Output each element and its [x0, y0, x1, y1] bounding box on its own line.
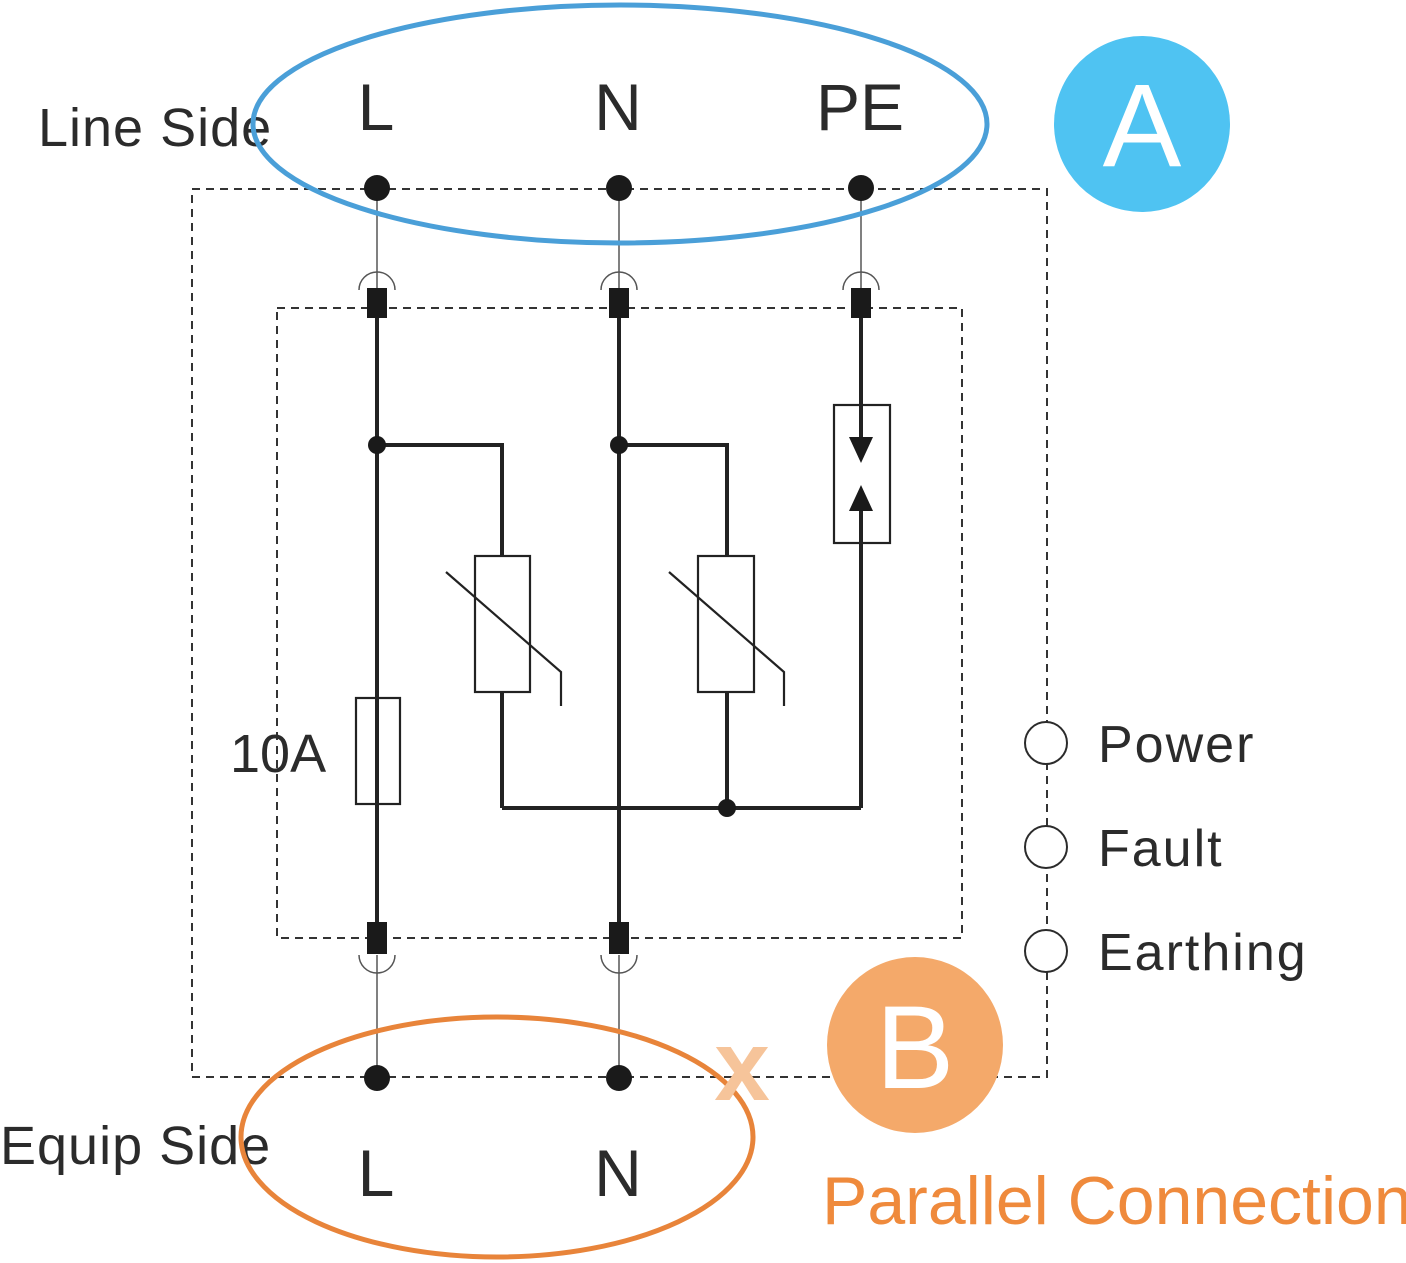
plug-pe-top	[851, 288, 871, 318]
indicator-fault-light	[1024, 825, 1068, 869]
terminal-line-l	[364, 175, 390, 201]
line-terminal-l-label: L	[358, 70, 395, 144]
line-terminal-n-label: N	[594, 70, 642, 144]
indicator-earthing-label: Earthing	[1098, 924, 1308, 982]
connector-arc-pe-top	[842, 271, 880, 291]
terminal-equip-l	[364, 1065, 390, 1091]
connector-arc-l-bottom	[358, 954, 396, 974]
varistor-2	[668, 554, 786, 706]
ellipse-a	[250, 2, 990, 246]
terminal-line-pe	[848, 175, 874, 201]
terminal-line-n	[606, 175, 632, 201]
connector-arc-n-bottom	[600, 954, 638, 974]
x-mark: x	[714, 1010, 770, 1122]
varistor-1	[445, 554, 563, 706]
equip-terminal-n-label: N	[594, 1136, 642, 1210]
line-side-label: Line Side	[38, 98, 272, 158]
branch-l-varistor	[377, 443, 504, 556]
plug-l-top	[367, 288, 387, 318]
equip-terminal-l-label: L	[358, 1136, 395, 1210]
plug-n-bottom	[609, 922, 629, 954]
fuse-rating-label: 10A	[230, 724, 326, 784]
plug-l-bottom	[367, 922, 387, 954]
badge-a	[1054, 36, 1230, 212]
badge-a-letter: A	[1103, 60, 1182, 192]
ellipse-b	[238, 1014, 756, 1260]
plug-n-top	[609, 288, 629, 318]
indicator-fault-label: Fault	[1098, 820, 1224, 878]
line-terminal-pe-label: PE	[816, 70, 904, 144]
junction-bus	[718, 799, 736, 817]
indicator-power-light	[1024, 721, 1068, 765]
indicator-earthing-light	[1024, 929, 1068, 973]
terminal-equip-n	[606, 1065, 632, 1091]
badge-b-letter: B	[876, 982, 955, 1114]
gas-discharge-tube	[832, 403, 892, 545]
connector-arc-l-top	[358, 271, 396, 291]
indicator-power-label: Power	[1098, 716, 1255, 774]
junction-n	[610, 436, 628, 454]
parallel-connection-caption: Parallel Connection	[822, 1163, 1406, 1239]
equip-side-label: Equip Side	[0, 1116, 271, 1176]
badge-b	[827, 957, 1003, 1133]
junction-l	[368, 436, 386, 454]
branch-n-varistor	[619, 443, 729, 556]
connector-arc-n-top	[600, 271, 638, 291]
